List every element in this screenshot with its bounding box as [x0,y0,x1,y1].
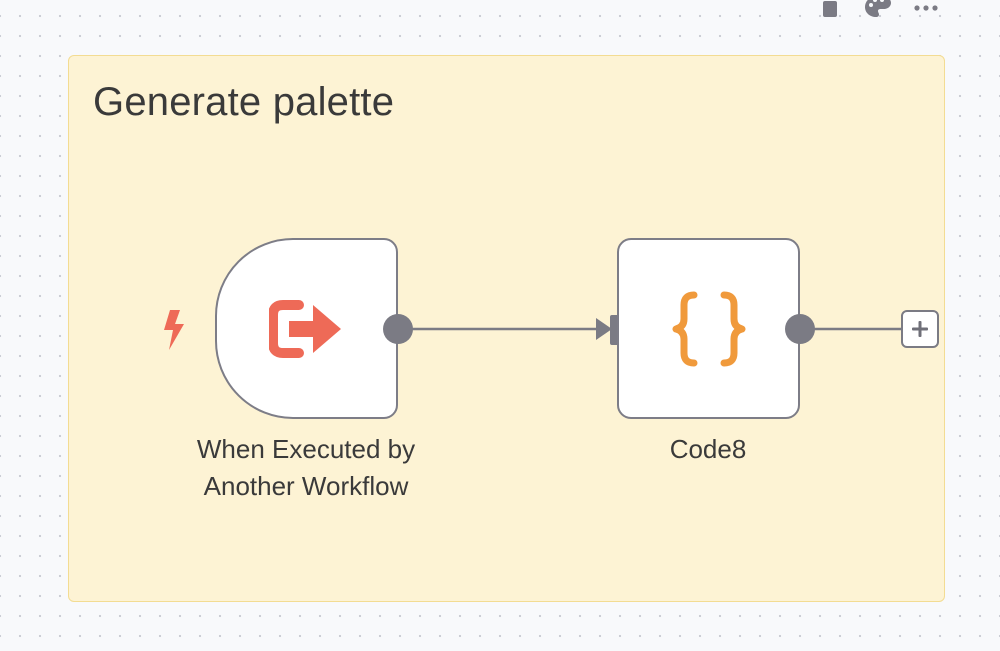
node-label-line-2: Another Workflow [203,471,409,501]
sticky-toolbar [816,0,940,20]
more-options-button[interactable] [912,0,940,20]
plus-icon [912,321,928,337]
more-horizontal-icon [914,5,938,11]
connection-arrowhead [596,318,612,340]
curly-braces-icon [672,291,745,366]
bolt-icon [164,310,184,350]
node-label: When Executed by Another Workflow [156,431,456,505]
add-node-button[interactable] [901,310,939,348]
color-button[interactable] [864,0,892,20]
trigger-marker [160,310,188,355]
delete-button[interactable] [816,0,844,20]
node-execute-workflow-trigger[interactable] [215,238,398,419]
node-output-handle[interactable] [383,314,413,344]
node-output-handle[interactable] [785,314,815,344]
node-label: Code8 [669,434,747,464]
trash-icon [823,1,837,17]
sign-out-arrow-icon [268,299,341,358]
palette-icon [865,0,891,17]
sticky-note-title: Generate palette [93,80,395,124]
node-code8[interactable] [617,238,800,419]
node-label-line-1: When Executed by [196,434,416,464]
